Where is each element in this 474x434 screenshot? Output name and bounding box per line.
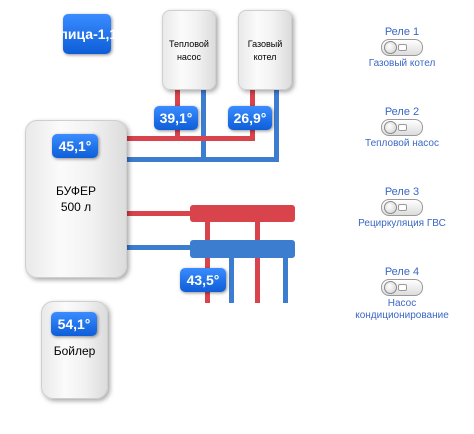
manifold-drop-3 [255,221,260,303]
manifold-temp-badge: 43,5° [180,268,226,292]
buffer-to-hot-manifold [125,211,193,216]
relay-4-toggle[interactable] [381,279,423,296]
heat-pump-label: Тепловой насос [169,39,209,62]
outdoor-label: Улица [51,26,94,42]
boiler-temp-badge: 54,1° [51,312,97,336]
relay-2-title: Реле 2 [384,106,420,118]
toggle-knob [384,41,397,54]
heat-pump-unit: Тепловой насос [162,10,216,90]
outdoor-temperature-badge: Улица -1,1° [51,14,123,54]
cold-manifold [190,240,295,258]
toggle-knob [384,121,397,134]
buffer-label: БУФЕР 500 л [56,184,96,214]
toggle-knob [384,281,397,294]
relay-4-title: Реле 4 [384,266,420,278]
return-line-to-buffer [125,157,279,162]
relay-3-description: Рециркуляция ГВС [358,218,446,229]
relay-1-title: Реле 1 [384,26,420,38]
boiler-label: Бойлер [53,344,96,358]
relay-1-toggle[interactable] [381,39,423,56]
relay-2-description: Тепловой насос [365,138,439,149]
outdoor-temp: -1,1° [93,26,123,42]
heat-pump-temp-badge: 39,1° [154,106,198,130]
relay-1-description: Газовый котел [368,58,436,69]
relay-4-description: Насос кондиционирование [355,298,449,321]
manifold-drop-1 [205,221,210,303]
hot-manifold [190,205,295,222]
manifold-drop-4 [283,258,288,303]
heat-pump-cold-pipe [201,88,206,160]
buffer-temp-badge: 45,1° [52,134,98,158]
relay-3-toggle[interactable] [381,199,423,216]
manifold-drop-2 [229,258,234,303]
toggle-knob [384,201,397,214]
gas-boiler-label: Газовый котел [247,39,283,62]
gas-boiler-cold-pipe [274,88,279,160]
buffer-to-cold-manifold [125,245,193,250]
relay-3-title: Реле 3 [384,186,420,198]
gas-boiler-unit: Газовый котел [238,10,292,90]
relay-2-toggle[interactable] [381,119,423,136]
supply-line-to-buffer [125,136,255,141]
gas-boiler-temp-badge: 26,9° [228,106,272,130]
